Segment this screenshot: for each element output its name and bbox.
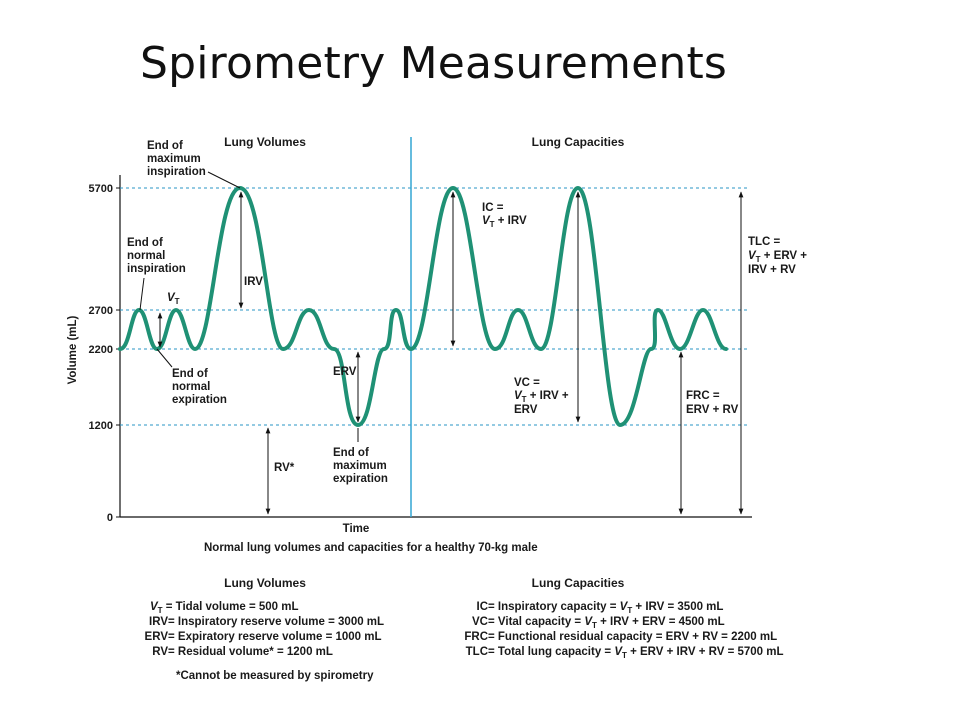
end-norm-exp-label: expiration [172,394,227,406]
irv-label: IRV [244,276,263,288]
y-tick-label: 0 [107,512,113,524]
legend-volume-text: = Expiratory reserve volume = 1000 mL [168,631,382,643]
legend-capacity-text: = Functional residual capacity = ERV + R… [488,631,777,643]
end-norm-exp-label: normal [172,381,210,393]
legend-capacity-text: = Total lung capacity = VT + ERV + IRV +… [488,646,784,660]
slide-title: Spirometry Measurements [140,38,728,89]
tlc-label: TLC = [748,236,781,248]
legend-capacity-abbr: VC [472,616,488,628]
legend-volume-row: VT = Tidal volume = 500 mL [150,601,299,615]
end-max-exp-label: End of [333,447,369,459]
y-axis-label: Volume (mL) [67,315,79,384]
legend-volume-text: = Residual volume* = 1200 mL [168,646,333,658]
end-norm-insp-label: inspiration [127,263,186,275]
legend-capacity-abbr: FRC [464,631,488,643]
volume-waveform [118,186,728,427]
vc-formula: VT + IRV + [514,390,569,404]
legend-footnote: *Cannot be measured by spirometry [176,670,374,682]
end-max-insp-pointer [207,171,241,189]
frc-formula: ERV + RV [686,404,739,416]
legend-capacity-abbr: IC [477,601,489,613]
y-tick-label: 2700 [89,305,113,317]
legend-volume-abbr: IRV [149,616,168,628]
y-tick-label: 1200 [89,420,113,432]
end-max-insp-label: End of [147,140,183,152]
caption: Normal lung volumes and capacities for a… [204,542,538,554]
end-max-exp-label: expiration [333,473,388,485]
end-max-insp-label: maximum [147,153,201,165]
y-tick-label: 2200 [89,344,113,356]
legend-volume-abbr: ERV [145,631,169,643]
y-tick-label: 5700 [89,183,113,195]
end-norm-insp-label: normal [127,250,165,262]
tlc-formula: IRV + RV [748,264,796,276]
legend-volume-text: = Inspiratory reserve volume = 3000 mL [168,616,384,628]
legend-capacity-text: = Inspiratory capacity = VT + IRV = 3500… [488,601,723,615]
frc-label: FRC = [686,390,720,402]
ic-formula: VT + IRV [482,215,527,229]
x-axis-label: Time [343,523,370,535]
end-norm-insp-pointer [139,277,145,311]
end-max-insp-label: inspiration [147,166,206,178]
header-lung-capacities: Lung Capacities [532,135,625,149]
ic-label: IC = [482,202,504,214]
erv-label: ERV [333,366,357,378]
legend-capacity-abbr: TLC [466,646,488,658]
legend-volumes-header: Lung Volumes [224,576,306,590]
legend-capacities-header: Lung Capacities [532,576,625,590]
vt-label: VT [167,292,180,306]
end-norm-exp-label: End of [172,368,208,380]
header-lung-volumes: Lung Volumes [224,135,306,149]
end-max-exp-label: maximum [333,460,387,472]
end-norm-insp-label: End of [127,237,163,249]
legend-capacity-text: = Vital capacity = VT + IRV + ERV = 4500… [488,616,725,630]
legend-volume-abbr: RV [152,646,168,658]
vc-formula: ERV [514,404,538,416]
rv-label: RV* [274,462,295,474]
end-norm-exp-pointer [156,348,173,368]
tlc-formula: VT + ERV + [748,250,807,264]
vc-label: VC = [514,377,540,389]
